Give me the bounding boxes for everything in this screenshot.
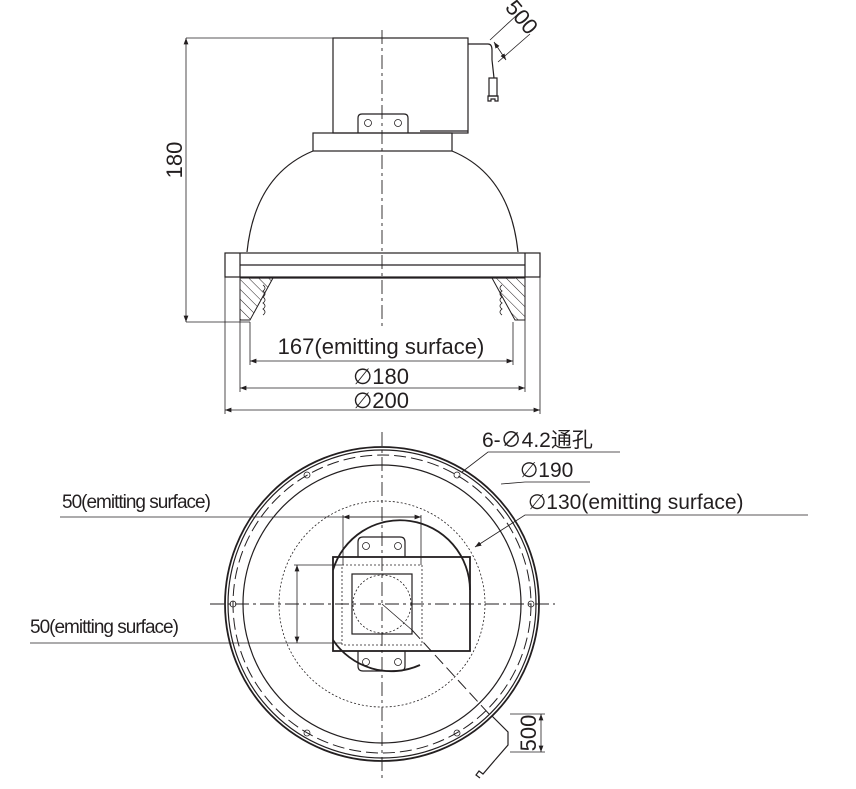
emitting-width-label: 50(emitting surface) [62,492,211,513]
extension-line [489,13,519,41]
emitting-dia-leader [474,514,808,548]
holes-leader [461,451,620,473]
cable-dim-label: 500 [500,0,543,39]
cable [491,715,509,761]
mount-bracket-bottom [357,651,406,672]
connector-icon [475,759,496,779]
screw-icon [394,542,402,550]
screw-icon [362,658,370,666]
led-beads-left [262,284,266,316]
mount-bracket-top [357,536,406,557]
flange [224,252,541,278]
bottom-view: 500 6-∅4.2通孔 ∅190 ∅130(emitting surface)… [30,429,808,779]
mount-hole [303,729,311,737]
connector-icon [488,77,498,97]
screw-icon [394,119,402,127]
screw-icon [362,542,370,550]
hatched-section-left [239,277,274,321]
emitting-dim-label: 167(emitting surface) [278,334,485,359]
cable-dim-line [493,41,507,61]
mount-hole [229,600,237,608]
mount-hole [453,729,461,737]
bolt-circle-leader [500,481,590,485]
side-view: 180 500 167(emitting surface) ∅180 ∅200 [162,0,543,414]
screw-icon [394,658,402,666]
led-beads-right [499,284,503,316]
cable [468,43,495,79]
screw-icon [364,119,372,127]
cable-route-line [381,603,413,631]
cable-dim-label: 500 [516,715,541,752]
hatched-section-right [491,277,526,321]
emitting-dia-label: ∅130(emitting surface) [528,491,744,514]
bolt-circle-label: ∅190 [520,459,573,482]
connector-plug-icon [487,95,499,102]
housing-box [332,37,469,134]
mount-holes [229,471,535,737]
inner-body [332,519,471,673]
emitting-height-label: 50(emitting surface) [30,617,179,638]
cable-route-hidden [411,629,491,716]
dome [246,150,519,253]
height-dim-label: 180 [162,142,187,179]
mount-bracket [357,113,409,133]
inner-dia-label: ∅180 [353,364,409,389]
holes-label: 6-∅4.2通孔 [482,429,593,452]
outer-dia-label: ∅200 [353,388,409,413]
mount-hole [527,600,535,608]
mount-hole [303,471,311,479]
neck [312,132,453,152]
mount-hole [453,471,461,479]
